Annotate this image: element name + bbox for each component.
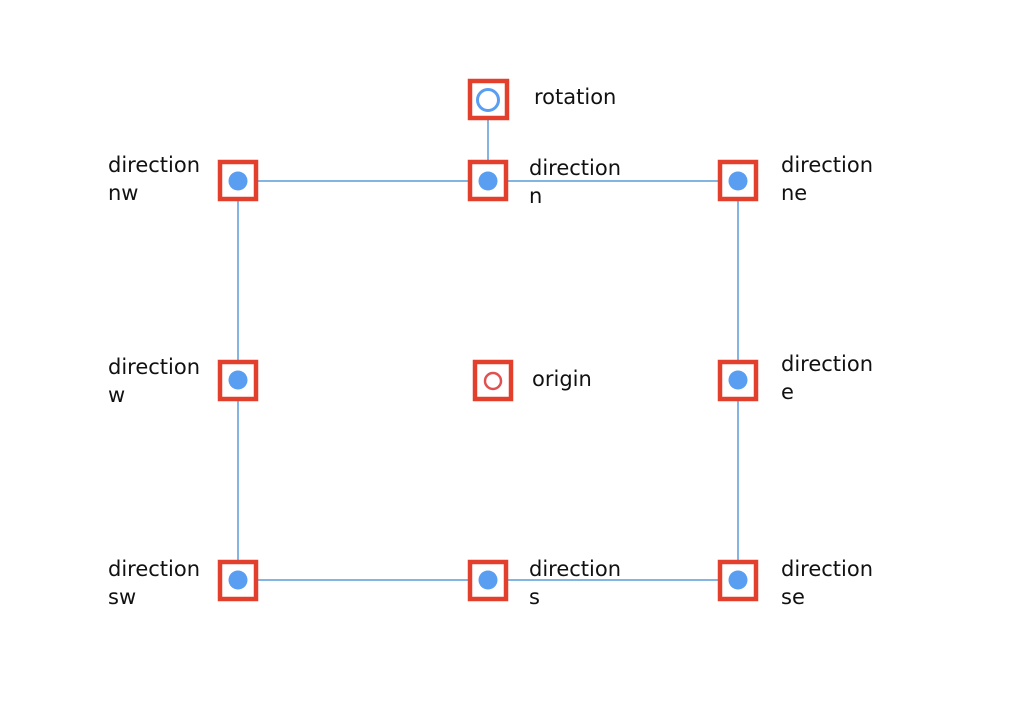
direction-s-handle[interactable] [467, 559, 509, 602]
handle-dot-icon [478, 171, 498, 191]
direction-se-label: direction [781, 557, 873, 581]
direction-nw-sublabel: nw [108, 181, 139, 205]
direction-e-sublabel: e [781, 380, 794, 404]
direction-w-label: direction [108, 355, 200, 379]
direction-ne-handle[interactable] [717, 159, 759, 202]
rotation-label: rotation [534, 85, 616, 109]
rotation-handle[interactable] [467, 78, 510, 121]
direction-n-label: direction [529, 156, 621, 180]
direction-e-label: direction [781, 352, 873, 376]
handle-dot-icon [228, 570, 248, 590]
direction-sw-handle[interactable] [217, 559, 259, 602]
direction-s-label: direction [529, 557, 621, 581]
direction-w-sublabel: w [108, 383, 125, 407]
origin-label: origin [532, 367, 592, 391]
direction-n-sublabel: n [529, 184, 542, 208]
handle-dot-icon [228, 370, 248, 390]
handle-dot-icon [478, 570, 498, 590]
direction-nw-label: direction [108, 153, 200, 177]
direction-ne-sublabel: ne [781, 181, 807, 205]
origin-handle[interactable] [472, 359, 514, 402]
origin-icon [483, 371, 503, 391]
rotation-icon [476, 88, 500, 112]
direction-se-sublabel: se [781, 585, 805, 609]
direction-sw-label: direction [108, 557, 200, 581]
direction-n-handle[interactable] [467, 159, 509, 202]
handle-dot-icon [228, 171, 248, 191]
handle-dot-icon [728, 171, 748, 191]
handle-dot-icon [728, 570, 748, 590]
direction-s-sublabel: s [529, 585, 540, 609]
direction-w-handle[interactable] [217, 359, 259, 402]
direction-e-handle[interactable] [717, 359, 759, 402]
direction-se-handle[interactable] [717, 559, 759, 602]
handle-dot-icon [728, 370, 748, 390]
direction-nw-handle[interactable] [217, 159, 259, 202]
direction-sw-sublabel: sw [108, 585, 136, 609]
direction-ne-label: direction [781, 153, 873, 177]
